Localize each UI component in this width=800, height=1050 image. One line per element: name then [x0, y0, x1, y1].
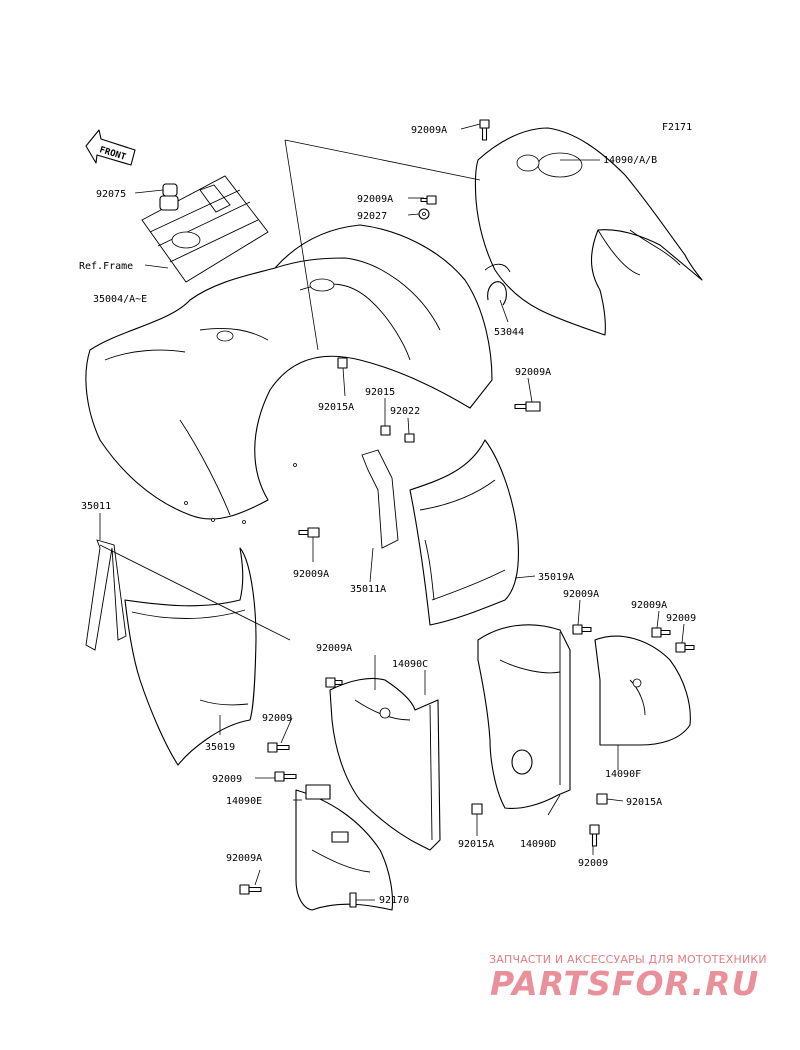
- callout-ref-frame: Ref.Frame: [79, 261, 133, 272]
- callout-92009A-r2: 92009A: [631, 600, 667, 611]
- callout-labels: 92009A 14090/A/B 92075 92009A 92027 Ref.…: [79, 125, 696, 906]
- callout-14090C: 14090C: [392, 659, 428, 670]
- watermark-tagline: ЗАПЧАСТИ И АКСЕССУАРЫ ДЛЯ МОТОТЕХНИКИ: [489, 953, 767, 966]
- callout-92075: 92075: [96, 189, 126, 200]
- panel-35019: [124, 547, 257, 766]
- clip-53044: [487, 281, 507, 306]
- callout-92009-l1: 92009: [262, 713, 292, 724]
- callout-92027: 92027: [357, 211, 387, 222]
- bolt-92009A-right: [514, 401, 541, 412]
- panel-14090D: [477, 624, 571, 809]
- callout-35019A: 35019A: [538, 572, 574, 583]
- nut-92015: [380, 425, 391, 436]
- panel-14090C: [329, 677, 441, 851]
- callout-35011: 35011: [81, 501, 111, 512]
- callout-14090E: 14090E: [226, 796, 262, 807]
- panel-35019A: [409, 439, 519, 626]
- clip-92015A-mid: [471, 803, 483, 815]
- top-cover-14090AB: [474, 127, 703, 336]
- callout-92009-r: 92009: [666, 613, 696, 624]
- stay-35011: [85, 539, 127, 651]
- callout-14090AB: 14090/A/B: [603, 155, 657, 166]
- callout-35019: 35019: [205, 742, 235, 753]
- watermark-logo: PARTSFOR.RU: [490, 964, 759, 1003]
- callout-92009A-right: 92009A: [515, 367, 551, 378]
- bolt-92009A-upper-mid: [420, 195, 437, 205]
- callout-92009-b: 92009: [578, 858, 608, 869]
- watermark: ЗАПЧАСТИ И АКСЕССУАРЫ ДЛЯ МОТОТЕХНИКИ PA…: [489, 953, 767, 1003]
- callout-92009A-r1: 92009A: [563, 589, 599, 600]
- pin-92170: [349, 892, 357, 908]
- bolt-92009A-left-center: [325, 677, 343, 688]
- diagram-code: F2171: [662, 122, 692, 133]
- callout-92015A-top: 92015A: [318, 402, 354, 413]
- bolt-92009-bottom-right: [589, 824, 600, 847]
- stay-35011A: [361, 449, 399, 549]
- callout-35004: 35004/A~E: [93, 294, 147, 305]
- callout-92009A-2: 92009A: [357, 194, 393, 205]
- callout-92022: 92022: [390, 406, 420, 417]
- bolt-92009-right: [675, 642, 695, 653]
- callout-14090D: 14090D: [520, 839, 556, 850]
- callout-92009A-top: 92009A: [411, 125, 447, 136]
- callout-14090F: 14090F: [605, 769, 641, 780]
- bolt-92009A-top: [479, 119, 490, 141]
- bolt-92009-left-1: [267, 742, 290, 753]
- nut-92022: [404, 433, 415, 443]
- clip-92015A-right: [596, 793, 608, 805]
- washer-92027: [418, 208, 430, 220]
- bolt-92009A-bottom: [239, 884, 262, 895]
- callout-92015A-r: 92015A: [626, 797, 662, 808]
- clip-92015A-top: [337, 357, 348, 369]
- callout-92009A-b: 92009A: [226, 853, 262, 864]
- bolt-92009-left-2: [274, 771, 297, 782]
- bolt-92009A-right-2: [651, 627, 671, 638]
- bolt-92009A-right-1: [572, 624, 592, 635]
- callout-92009A-mid: 92009A: [293, 569, 329, 580]
- bolt-92009A-mid: [298, 527, 320, 538]
- callout-53044: 53044: [494, 327, 524, 338]
- front-fender-35004: [85, 224, 493, 524]
- frame-reference: [141, 175, 269, 283]
- callout-92015: 92015: [365, 387, 395, 398]
- callout-92009A-lc: 92009A: [316, 643, 352, 654]
- grommet-92075: [162, 183, 178, 197]
- callout-92015A-m: 92015A: [458, 839, 494, 850]
- callout-92170: 92170: [379, 895, 409, 906]
- panel-14090E: [295, 784, 394, 911]
- callout-35011A: 35011A: [350, 584, 386, 595]
- panel-14090F: [594, 635, 691, 746]
- front-arrow-icon: FRONT: [85, 129, 136, 166]
- callout-92009-l2: 92009: [212, 774, 242, 785]
- leader-lines: [99, 123, 685, 901]
